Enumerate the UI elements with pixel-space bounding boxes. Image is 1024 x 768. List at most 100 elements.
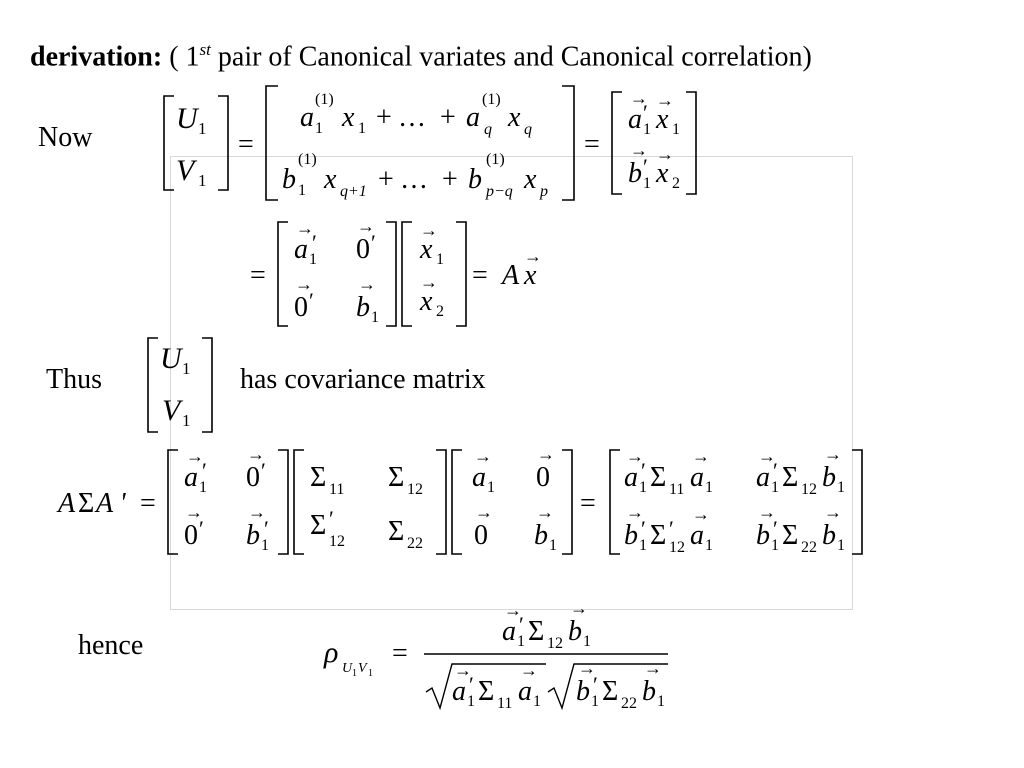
eq4-rho-V-sub: 1 <box>368 668 373 679</box>
eq4-den-S22-sub: 22 <box>621 695 637 712</box>
eq2-a-prime: ′ <box>312 230 317 255</box>
heading-rest: pair of Canonical variates and Canonical… <box>210 41 812 73</box>
eq2-equals-1: = <box>250 260 266 291</box>
eq4-num-S-sub: 12 <box>547 635 563 652</box>
eq4-den-a-sub: 1 <box>467 693 475 710</box>
eq1-U: U <box>176 102 200 135</box>
eq1-bpq: b <box>468 164 482 195</box>
eq1-xp: x <box>523 164 537 195</box>
eq1-r-x2-sub: 2 <box>672 175 680 192</box>
thus-U-sub: 1 <box>182 359 191 378</box>
eq1-b-sup: (1) <box>298 151 317 168</box>
bracket-e3r-right <box>852 449 863 555</box>
eq3-r12-S: Σ <box>782 462 798 493</box>
eq2-zero-1: 0 <box>356 234 370 265</box>
eq1-plus-1: + <box>376 102 392 133</box>
eq3-Aprime: A ' <box>94 488 127 519</box>
eq3-S12-sub: 12 <box>407 481 423 498</box>
heading-open: ( 1 <box>169 41 200 73</box>
eq1-r-a-sub: 1 <box>643 121 651 138</box>
bracket-e3a-left <box>167 449 178 555</box>
eq2-Ax: x <box>523 260 537 291</box>
eq4-num-a-sub: 1 <box>517 633 525 650</box>
eq1-equals-1: = <box>238 129 254 160</box>
eq3-a-arrow: → <box>186 446 204 466</box>
eq2-zero-2-prime: ′ <box>309 288 314 313</box>
eq4-den-a2-arrow: → <box>520 660 538 680</box>
eq1-r-b-arrow: → <box>630 140 648 160</box>
eq1-plus-4: + <box>442 164 458 195</box>
eq3-r12-S-sub: 12 <box>801 481 817 498</box>
eq3-r21-b-prime: ′ <box>641 516 646 541</box>
heading: derivation: ( 1st pair of Canonical vari… <box>30 40 812 73</box>
eq3-r12-a: a <box>756 462 770 493</box>
eq1-plus-2: + <box>440 102 456 133</box>
bracket-e3t-right <box>562 449 573 555</box>
eq3-t-a-sub: 1 <box>487 479 495 496</box>
eq4-den-S11-sub: 11 <box>497 695 512 712</box>
eq3-A: A <box>56 488 76 519</box>
eq3-r12-b-sub: 1 <box>837 479 845 496</box>
eq1-xq-sub: q <box>524 121 532 138</box>
eq4-num-b-arrow: → <box>570 598 588 618</box>
eq3-r12-a-prime: ′ <box>773 458 778 483</box>
eq1-dots-2: … <box>400 164 428 195</box>
eq3-a: a <box>184 462 198 493</box>
eq4-den-S22: Σ <box>602 676 618 707</box>
eq1-r-x-arrow: → <box>656 90 674 110</box>
eq3-S22: Σ <box>388 516 404 547</box>
eq3-b-arrow: → <box>248 502 266 522</box>
eq3-t-a: a <box>472 462 486 493</box>
eq3-r11-a2-arrow: → <box>692 446 710 466</box>
bracket-uv-left <box>163 95 174 191</box>
eq3-zero-2-prime: ′ <box>199 516 204 541</box>
eq3-r22-b-prime: ′ <box>773 516 778 541</box>
eq3-r22-S-sub: 22 <box>801 539 817 556</box>
eq1-r-a-arrow: → <box>630 88 648 108</box>
eq3-Sigma: Σ <box>78 488 94 519</box>
heading-bold: derivation: <box>30 41 163 73</box>
bracket-e3a-right <box>278 449 289 555</box>
eq3-r12-a-sub: 1 <box>771 479 779 496</box>
eq3-S12p-prime: ′ <box>329 506 334 531</box>
label-has-covariance: has covariance matrix <box>240 364 486 395</box>
eq1-U-sub: 1 <box>198 119 207 138</box>
bracket-mid-left <box>265 85 278 201</box>
bracket-mid-right <box>562 85 575 201</box>
eq4-num-a-arrow: → <box>504 600 522 620</box>
bracket-blk-left <box>277 221 288 327</box>
eq4-den-b2-sub: 1 <box>657 693 665 710</box>
label-thus: Thus <box>46 364 102 395</box>
eq3-zero-1: 0 <box>246 462 260 493</box>
eq2: = a → 1 ′ 0 → ′ 0 → ′ b → 1 x → 1 x → 2 … <box>250 216 542 327</box>
eq3-S22-sub: 22 <box>407 535 423 552</box>
eq3-r12-b: b <box>822 462 836 493</box>
eq4-den-a2: a <box>518 676 532 707</box>
eq3-r21-a-arrow: → <box>692 504 710 524</box>
eq2-a-sub: 1 <box>309 251 317 268</box>
eq3-zero-1-arrow: → <box>247 444 265 464</box>
eq3-r22-b2-arrow: → <box>824 502 842 522</box>
eq3: A Σ A ' = a → 1 ′ 0 → ′ 0 → ′ b → 1 ′ Σ … <box>56 444 863 556</box>
eq4-num-b: b <box>568 616 582 647</box>
eq2-x1-sub: 1 <box>436 251 444 268</box>
eq4-rho-V: V <box>358 661 368 676</box>
eq3-r21-S-prime: ′ <box>669 516 674 541</box>
bracket-uv-right <box>218 95 229 191</box>
bracket-e3s-left <box>293 449 304 555</box>
thus-V: V <box>162 394 184 427</box>
eq2-zero-2-arrow: → <box>295 274 313 294</box>
eq3-S12p: Σ <box>310 510 326 541</box>
eq3-S11-sub: 11 <box>329 481 344 498</box>
eq2-a: a <box>294 234 308 265</box>
eq3-t-zero-2: 0 <box>474 520 488 551</box>
eq3-r22-b-arrow: → <box>758 502 776 522</box>
eq1-r-b: b <box>628 158 642 189</box>
bracket-e3s-right <box>436 449 447 555</box>
eq3-S12: Σ <box>388 462 404 493</box>
eq4-num-S: Σ <box>528 616 544 647</box>
eq3-r11-a2: a <box>690 462 704 493</box>
eq1-aq: a <box>466 102 480 133</box>
eq1-r-x2: x <box>655 158 669 189</box>
eq2-zero-1-prime: ′ <box>371 230 376 255</box>
